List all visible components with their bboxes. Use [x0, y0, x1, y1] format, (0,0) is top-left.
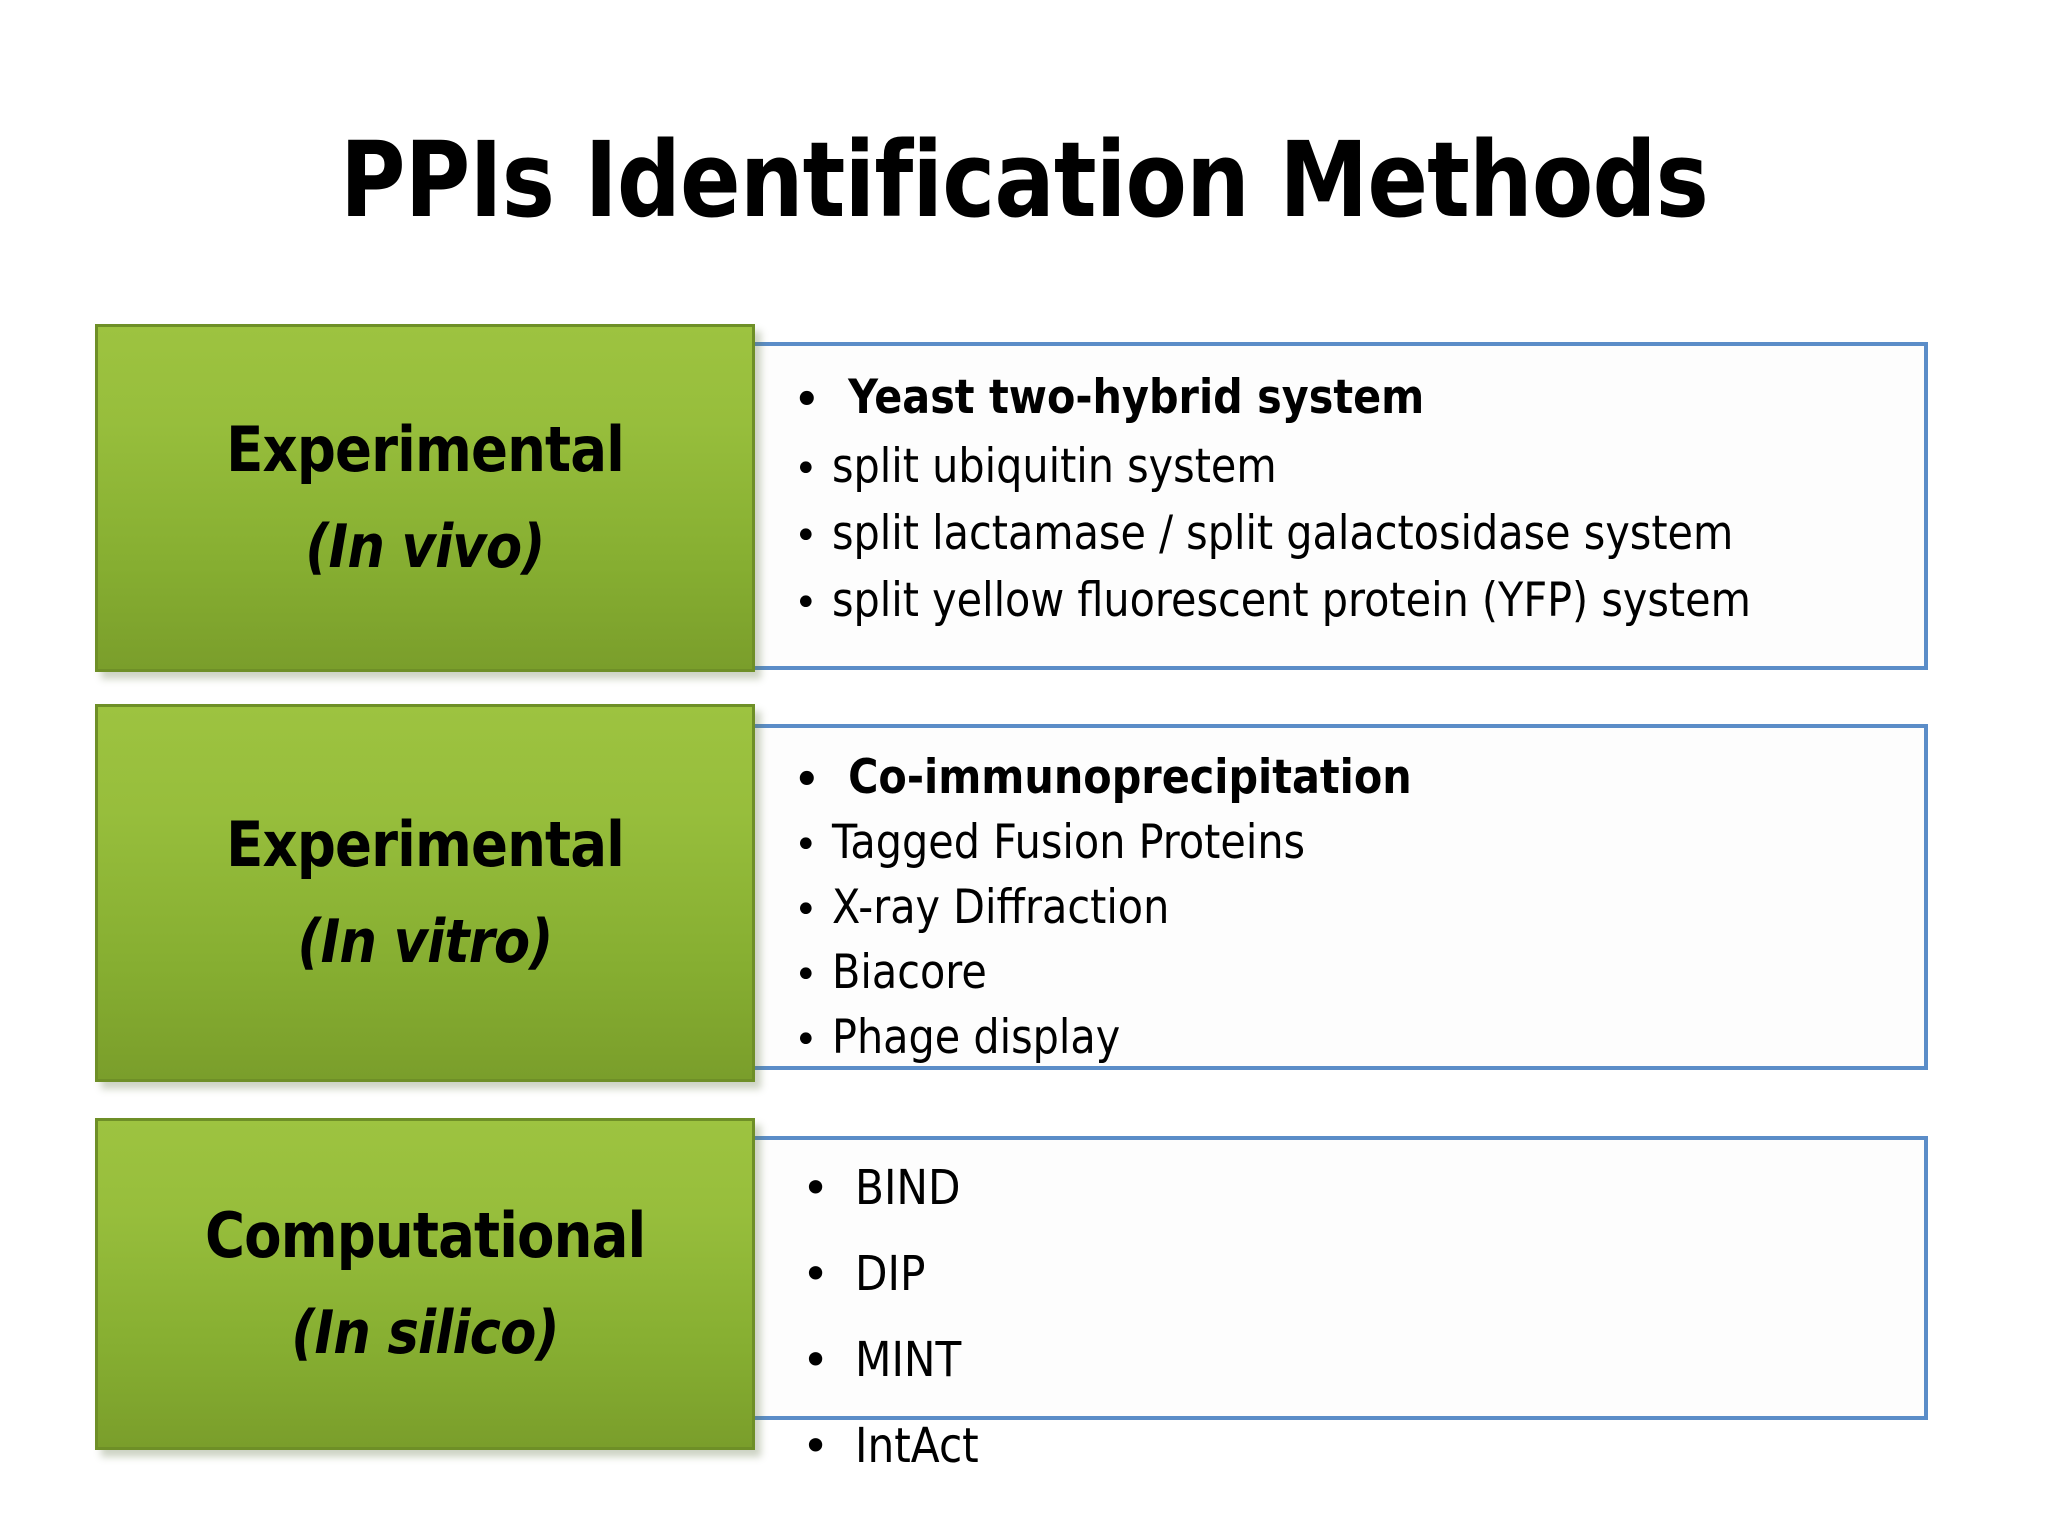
- list-item[interactable]: • Tagged Fusion Proteins: [794, 819, 1904, 866]
- method-list-in-silico: • BIND • DIP • MINT • IntAct: [754, 1140, 1924, 1470]
- list-item[interactable]: • split lactamase / split galactosidase …: [794, 510, 1904, 557]
- list-item-label: IntAct: [855, 1418, 979, 1474]
- list-item[interactable]: • BIND: [802, 1164, 1904, 1212]
- list-item-label: Phage display: [831, 1010, 1120, 1065]
- bullet-dot-icon: •: [802, 1247, 830, 1301]
- list-item-label: Co-immunoprecipitation: [847, 750, 1412, 805]
- list-item[interactable]: • DIP: [802, 1250, 1904, 1298]
- bullet-dot-icon: •: [794, 580, 818, 626]
- method-row-in-vivo: Experimental (In vivo) • Yeast two-hybri…: [0, 324, 2048, 678]
- category-label-secondary: (In vivo): [305, 512, 545, 583]
- category-label-secondary: (In silico): [291, 1298, 559, 1369]
- list-item-label: X-ray Diffraction: [831, 880, 1169, 935]
- bullet-dot-icon: •: [794, 513, 818, 559]
- method-list-in-vivo: • Yeast two-hybrid system • split ubiqui…: [754, 346, 1924, 666]
- list-item[interactable]: • Yeast two-hybrid system: [794, 374, 1904, 421]
- list-item-label: Yeast two-hybrid system: [847, 370, 1424, 425]
- bullet-dot-icon: •: [802, 1419, 830, 1473]
- category-label-primary: Experimental: [226, 807, 625, 881]
- bullet-dot-icon: •: [794, 377, 820, 423]
- bullet-dot-icon: •: [802, 1333, 830, 1387]
- bullet-dot-icon: •: [794, 887, 818, 933]
- list-item-label: split yellow fluorescent protein (YFP) s…: [831, 573, 1751, 628]
- list-item[interactable]: • split yellow fluorescent protein (YFP)…: [794, 577, 1904, 624]
- list-item-label: DIP: [855, 1246, 926, 1302]
- list-item-label: Biacore: [831, 945, 987, 1000]
- list-item[interactable]: • Biacore: [794, 949, 1904, 996]
- list-item-label: split lactamase / split galactosidase sy…: [831, 506, 1733, 561]
- method-list-panel-in-vivo: • Yeast two-hybrid system • split ubiqui…: [750, 342, 1928, 670]
- list-item[interactable]: • IntAct: [802, 1422, 1904, 1470]
- bullet-dot-icon: •: [802, 1161, 830, 1215]
- list-item[interactable]: • Co-immunoprecipitation: [794, 754, 1904, 801]
- bullet-dot-icon: •: [794, 822, 818, 868]
- category-label-box-in-vivo[interactable]: Experimental (In vivo): [95, 324, 755, 672]
- bullet-dot-icon: •: [794, 446, 818, 492]
- bullet-dot-icon: •: [794, 757, 820, 803]
- page-title: PPIs Identification Methods: [340, 119, 1709, 241]
- category-label-secondary: (In vitro): [297, 907, 553, 978]
- category-label-box-in-vitro[interactable]: Experimental (In vitro): [95, 704, 755, 1082]
- list-item[interactable]: • MINT: [802, 1336, 1904, 1384]
- list-item-label: Tagged Fusion Proteins: [831, 815, 1305, 870]
- method-list-panel-in-silico: • BIND • DIP • MINT • IntAct: [750, 1136, 1928, 1470]
- list-item[interactable]: • X-ray Diffraction: [794, 884, 1904, 931]
- list-item-label: split ubiquitin system: [831, 439, 1277, 494]
- list-item-label: MINT: [855, 1332, 962, 1388]
- category-label-box-in-silico[interactable]: Computational (In silico): [95, 1118, 755, 1450]
- category-label-primary: Computational: [204, 1198, 646, 1272]
- bullet-dot-icon: •: [794, 1017, 818, 1063]
- method-list-in-vitro: • Co-immunoprecipitation • Tagged Fusion…: [754, 728, 1924, 1066]
- list-item-label: BIND: [855, 1160, 961, 1216]
- list-item[interactable]: • split ubiquitin system: [794, 443, 1904, 490]
- method-row-in-vitro: Experimental (In vitro) • Co-immunopreci…: [0, 704, 2048, 1082]
- bullet-dot-icon: •: [794, 952, 818, 998]
- category-label-primary: Experimental: [226, 412, 625, 486]
- method-list-panel-in-vitro: • Co-immunoprecipitation • Tagged Fusion…: [750, 724, 1928, 1070]
- method-row-in-silico: Computational (In silico) • BIND • DIP •…: [0, 1118, 2048, 1470]
- list-item[interactable]: • Phage display: [794, 1014, 1904, 1061]
